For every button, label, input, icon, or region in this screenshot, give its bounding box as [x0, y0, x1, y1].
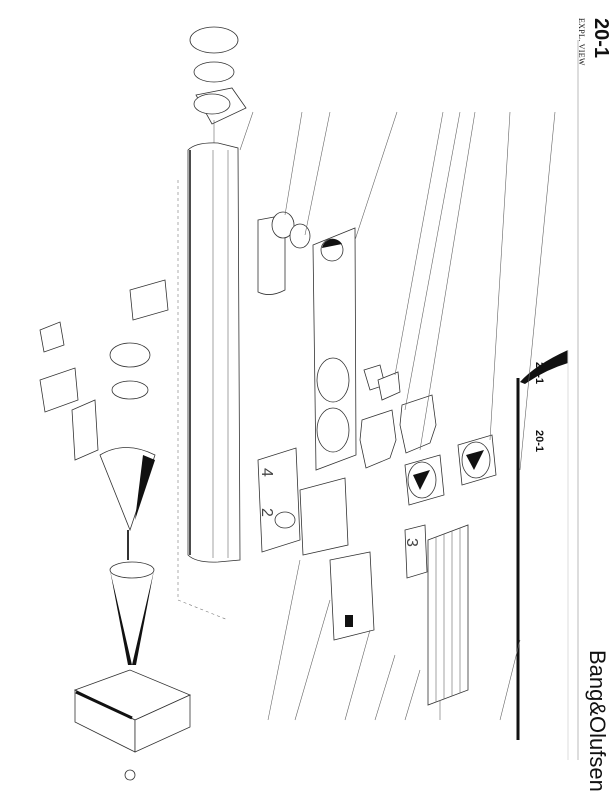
woofer-drivers	[404, 434, 497, 506]
port-tube	[257, 211, 311, 295]
cone-base	[99, 447, 156, 665]
baffle-plate	[312, 227, 357, 471]
column-tube	[187, 142, 241, 563]
transformer: 3	[329, 524, 428, 641]
brand-logo: Bang&Olufsen	[585, 650, 610, 792]
heatsink	[427, 524, 469, 706]
tweeter	[363, 364, 401, 401]
driver-gaskets	[359, 394, 437, 469]
section-label: EXPL. VIEW	[577, 18, 586, 66]
panel-mark-3: 3	[403, 538, 420, 547]
dashed-outline	[177, 180, 229, 621]
panel-mark-2: 2	[258, 508, 275, 517]
top-cap-assembly	[189, 26, 247, 145]
side-page-number-a: 20-1	[533, 362, 545, 385]
crossover-panels: 4 2	[257, 447, 349, 556]
bracket-assembly	[39, 279, 169, 461]
callout-leaders	[239, 111, 556, 721]
page-number: 20-1	[590, 18, 612, 59]
title-block	[516, 350, 569, 760]
side-page-number-b: 20-1	[533, 430, 545, 453]
panel-mark-4: 4	[258, 468, 275, 477]
base-block	[73, 669, 192, 781]
